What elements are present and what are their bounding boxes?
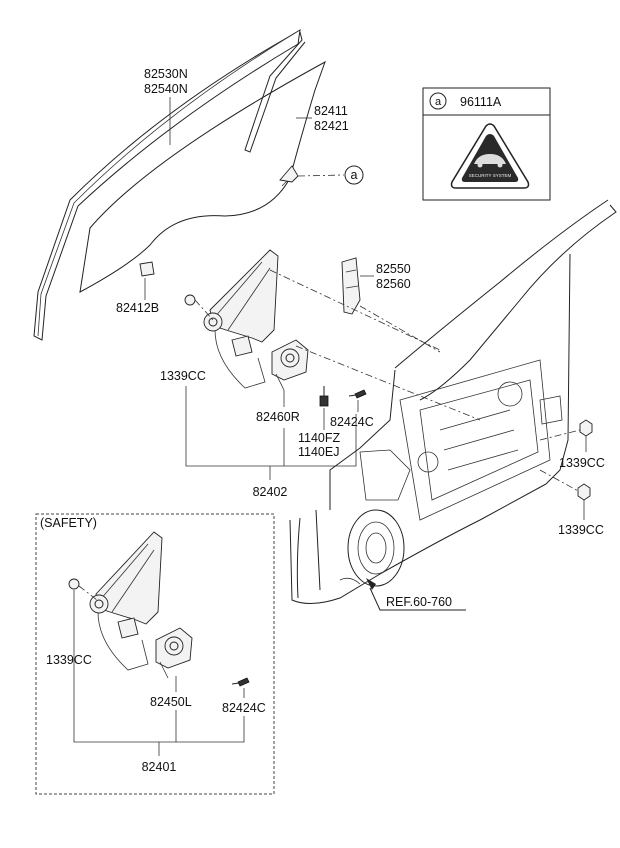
- label-82412B: 82412B: [116, 301, 159, 315]
- ref-marker-a-label: a: [351, 168, 358, 182]
- label-82540N: 82540N: [144, 82, 188, 96]
- label-82411: 82411: [314, 104, 348, 118]
- label-82424C: 82424C: [330, 415, 374, 429]
- safety-screw-icon: [231, 677, 250, 687]
- label-1339CC-top: 1339CC: [160, 369, 206, 383]
- nut-icon: [184, 294, 196, 306]
- ref-marker-a: [344, 165, 364, 185]
- security-badge-icon: SECURITY SYSTEM: [450, 123, 530, 189]
- safety-title: (SAFETY): [40, 516, 97, 530]
- label-82402: 82402: [253, 485, 288, 499]
- safety-regulator: [89, 531, 163, 671]
- label-96111A: 96111A: [460, 95, 502, 109]
- nut-icon-right-1: [579, 419, 593, 437]
- nut-icon-right-2: [577, 483, 591, 501]
- delta-trim: [341, 257, 361, 315]
- label-82450L: 82450L: [150, 695, 192, 709]
- ref-door-link[interactable]: REF.60-760: [386, 595, 452, 609]
- label-82530N: 82530N: [144, 67, 188, 81]
- window-regulator: [203, 249, 279, 389]
- safety-nut-icon: [68, 578, 80, 590]
- badge-text: SECURITY SYSTEM: [469, 173, 512, 178]
- label-inset: a 96111A SECURITY SYSTEM: [422, 87, 551, 201]
- inset-marker: a: [435, 96, 442, 108]
- label-1140EJ: 1140EJ: [298, 445, 339, 459]
- label-82550: 82550: [376, 262, 411, 276]
- regulator-motor: [271, 339, 309, 391]
- run-channel: [33, 29, 306, 341]
- bolt-icon: [319, 386, 329, 407]
- label-82560: 82560: [376, 277, 411, 291]
- screw-icon: [348, 389, 367, 399]
- label-safety-1339CC: 1339CC: [46, 653, 92, 667]
- label-safety-82424C: 82424C: [222, 701, 266, 715]
- label-82421: 82421: [314, 119, 349, 133]
- glass-clip: [279, 165, 345, 183]
- label-82460R: 82460R: [256, 410, 300, 424]
- label-1339CC-right-1: 1339CC: [559, 456, 605, 470]
- label-1140FZ: 1140FZ: [298, 431, 341, 445]
- safety-motor: [155, 627, 193, 679]
- label-1339CC-right-2: 1339CC: [558, 523, 604, 537]
- label-82401: 82401: [142, 760, 177, 774]
- safety-box: [35, 513, 275, 795]
- glass-holder: [139, 261, 155, 277]
- door-inner-panel: [289, 199, 617, 604]
